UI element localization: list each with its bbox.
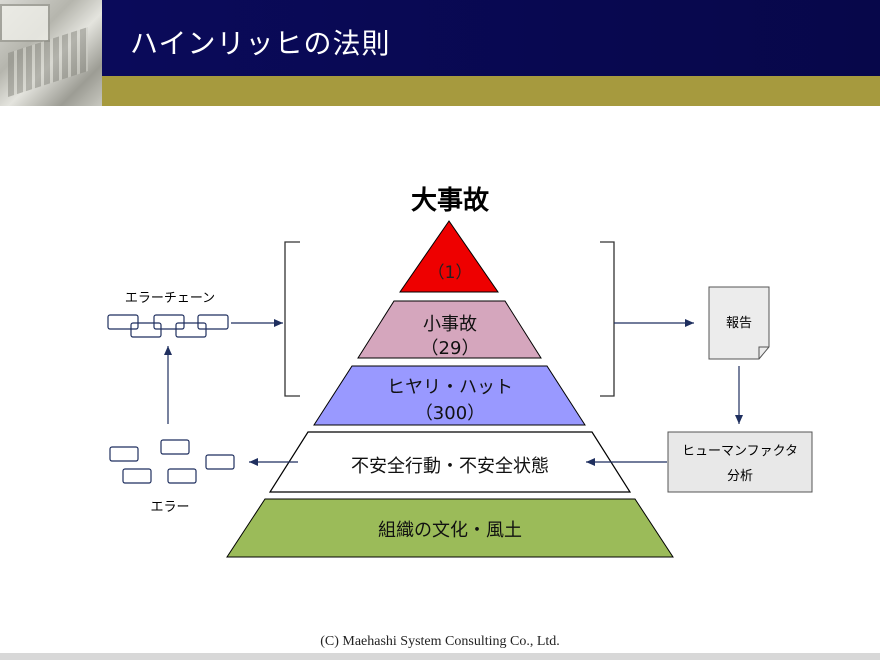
monitor-shape — [0, 4, 50, 42]
header-gold-band — [102, 76, 880, 106]
pyramid-tier-unsafe-acts — [268, 431, 632, 493]
tier-near-miss-label: ヒヤリ・ハット — [387, 377, 513, 398]
slide-header: ハインリッヒの法則 — [0, 0, 880, 106]
error-label: エラー — [150, 500, 190, 515]
tier-org-culture-label: 組織の文化・風土 — [378, 520, 522, 541]
error-chain-label: エラーチェーン — [124, 291, 216, 306]
scattered-errors-icon — [109, 439, 235, 484]
left-bracket — [284, 241, 300, 397]
right-bracket — [600, 241, 615, 397]
page-title: ハインリッヒの法則 — [130, 27, 391, 60]
tier-near-miss-count: （300） — [414, 403, 486, 424]
pyramid-top-label: 大事故 — [410, 186, 489, 216]
header-photo — [0, 0, 102, 106]
tier-minor-accident-count: （29） — [420, 338, 480, 359]
header-navy-band — [102, 0, 880, 76]
report-document-icon — [708, 286, 770, 360]
report-label: 報告 — [725, 316, 752, 331]
tier-minor-accident-label: 小事故 — [423, 314, 477, 335]
error-chain-icon — [107, 314, 229, 338]
pyramid-tier-major-accident — [399, 220, 499, 293]
tier-unsafe-acts-label: 不安全行動・不安全状態 — [351, 456, 549, 477]
footer-copyright: (C) Maehashi System Consulting Co., Ltd. — [320, 634, 560, 649]
footer-bar — [0, 653, 880, 660]
human-factors-box — [667, 431, 813, 493]
pyramid-tier-minor-accident — [357, 300, 542, 359]
pyramid-tier-org-culture — [226, 498, 674, 558]
analysis-label: 分析 — [726, 469, 753, 484]
human-factors-label: ヒューマンファクタ — [681, 444, 799, 459]
tier-major-accident-count: （1） — [427, 263, 473, 283]
pyramid-tier-near-miss — [313, 365, 586, 426]
